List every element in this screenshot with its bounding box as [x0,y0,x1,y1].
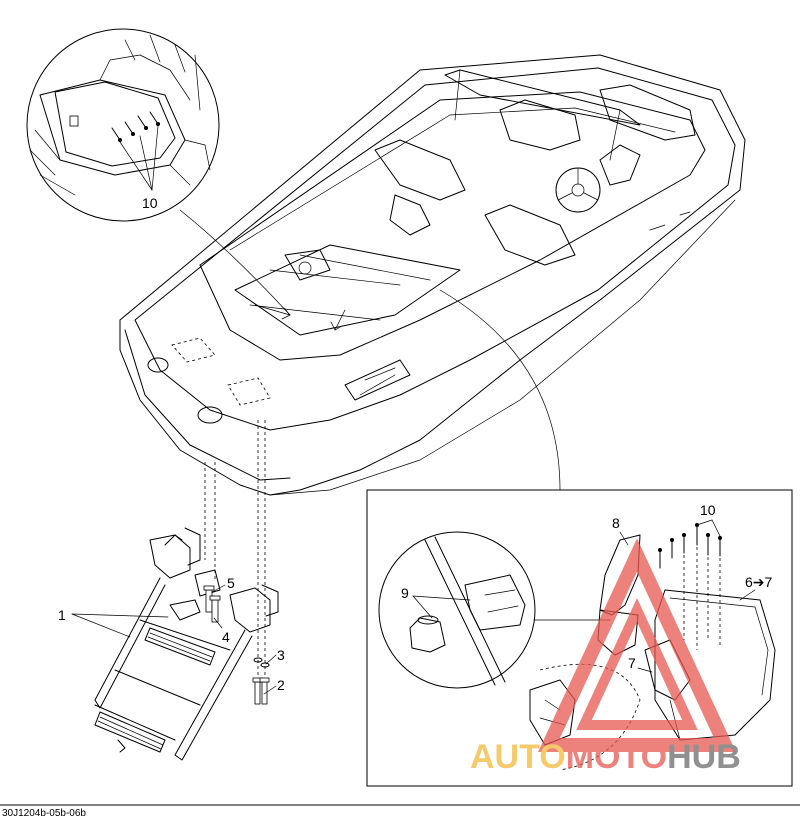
callout-4: 4 [222,629,230,645]
callout-5: 5 [227,575,235,591]
watermark-moto: MOTO [566,738,667,776]
warning-triangle-icon [538,538,736,752]
callout-9: 9 [401,585,409,601]
callout-3: 3 [277,647,285,663]
callout-1: 1 [58,607,66,623]
callout-10-inset: 10 [700,502,716,518]
striker-peg-icon [409,615,446,653]
steering-wheel-icon [555,167,601,213]
automotohub-watermark: AUTOMOTOHUB [470,538,741,776]
callout-2: 2 [277,677,285,693]
figure-caption: 30J1204b-05b-06b [2,808,86,819]
screw-icon [111,111,160,142]
ladder-callouts: 1 2 3 4 5 [58,575,285,695]
inset-connector-arc [439,289,561,491]
watermark-auto: AUTO [470,738,566,776]
watermark-hub: HUB [667,738,741,776]
callout-7: 7 [628,655,636,671]
detail-circle-latch: 10 [26,28,220,222]
svg-text:AUTOMOTOHUB: AUTOMOTOHUB [470,738,741,776]
boat-illustration [119,54,746,496]
callout-8: 8 [612,515,620,531]
bolt-icon [203,585,221,623]
bolt-icon [252,677,270,705]
boarding-ladder [94,527,279,761]
washer-icon [253,657,270,668]
alignment-lines [204,420,266,690]
callout-10-detail: 10 [142,195,158,211]
screw-icon [658,523,722,569]
fasteners [203,585,270,705]
detail-connector-line [179,209,291,316]
callout-6-7: 6➔7 [745,574,773,590]
